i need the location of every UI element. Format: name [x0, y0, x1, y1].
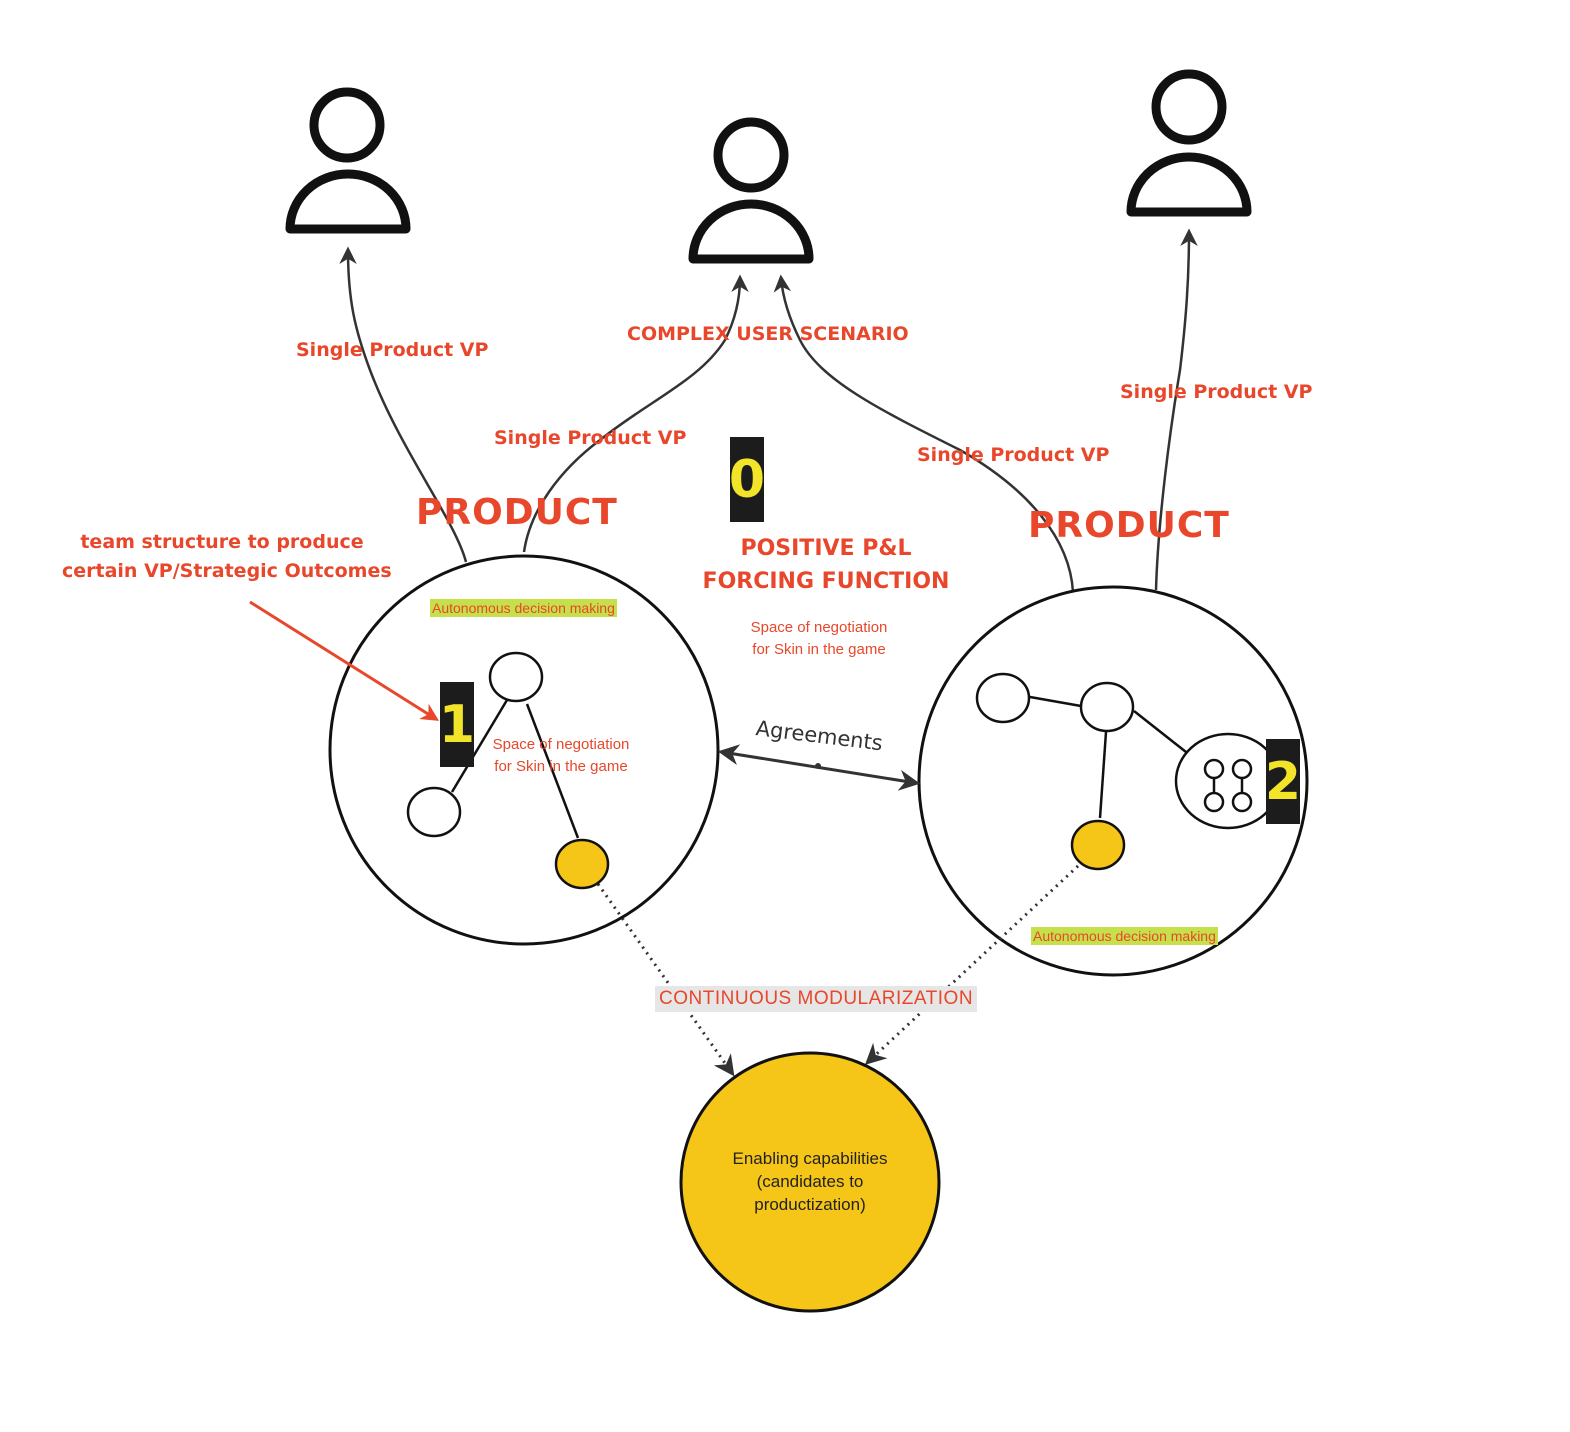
enabling-line-3: productization) [754, 1195, 866, 1214]
vp-arrow-left [339, 246, 468, 563]
negotiation-space-left: Space of negotiation for Skin in the gam… [472, 734, 650, 778]
forcing-line-1: POSITIVE P&L [740, 536, 912, 561]
team-node [975, 672, 1031, 724]
product-label-right: PRODUCT [1028, 505, 1230, 546]
single-vp-label-right: Single Product VP [1120, 381, 1313, 403]
autonomous-label-right: Autonomous decision making [1031, 927, 1218, 945]
team-node [406, 786, 462, 838]
complex-user-scenario-label: COMPLEX USER SCENARIO [627, 323, 909, 345]
negotiation-left-line-1: Space of negotiation [492, 736, 630, 753]
single-vp-label-left: Single Product VP [296, 339, 489, 361]
badge-zero: 0 [729, 437, 765, 522]
vp-arrow-right [1154, 228, 1198, 591]
enabling-capabilities-circle [679, 1051, 941, 1313]
vp-arrow-center-left [522, 274, 749, 553]
modularization-arrow-right [864, 864, 1080, 1065]
enabling-line-2: (candidates to [756, 1172, 864, 1191]
capability-node [554, 838, 610, 890]
product-label-left: PRODUCT [416, 492, 618, 533]
user-icon-left [285, 87, 411, 234]
badge-two: 2 [1265, 739, 1301, 824]
negotiation-left-line-2: for Skin in the game [494, 758, 628, 775]
forcing-function-label: POSITIVE P&L FORCING FUNCTION [700, 532, 952, 598]
enabling-capabilities-label: Enabling capabilities (candidates to pro… [710, 1147, 910, 1216]
continuous-modularization-label: CONTINUOUS MODULARIZATION [655, 986, 978, 1012]
vp-arrow-center-right [773, 274, 1075, 593]
user-icon-center [688, 117, 814, 264]
team-structure-label: team structure to produce certain VP/Str… [62, 528, 392, 586]
team-line-1: team structure to produce [80, 531, 364, 553]
team-line-2: certain VP/Strategic Outcomes [62, 560, 392, 582]
team-structure-pointer [249, 600, 440, 721]
autonomous-label-left: Autonomous decision making [430, 599, 617, 617]
negotiation-space-center: Space of negotiation for Skin in the gam… [730, 617, 908, 661]
team-node [1079, 681, 1135, 733]
team-node [488, 651, 544, 703]
negotiation-center-line-1: Space of negotiation [750, 619, 888, 636]
team-cluster-icon [1174, 732, 1282, 830]
negotiation-center-line-2: for Skin in the game [752, 641, 886, 658]
enabling-line-1: Enabling capabilities [732, 1149, 888, 1168]
single-vp-label-center-right: Single Product VP [917, 444, 1110, 466]
badge-one: 1 [439, 682, 475, 767]
capability-node [1070, 819, 1126, 871]
user-icon-right [1126, 69, 1252, 217]
single-vp-label-center-left: Single Product VP [494, 427, 687, 449]
forcing-line-2: FORCING FUNCTION [702, 569, 950, 594]
